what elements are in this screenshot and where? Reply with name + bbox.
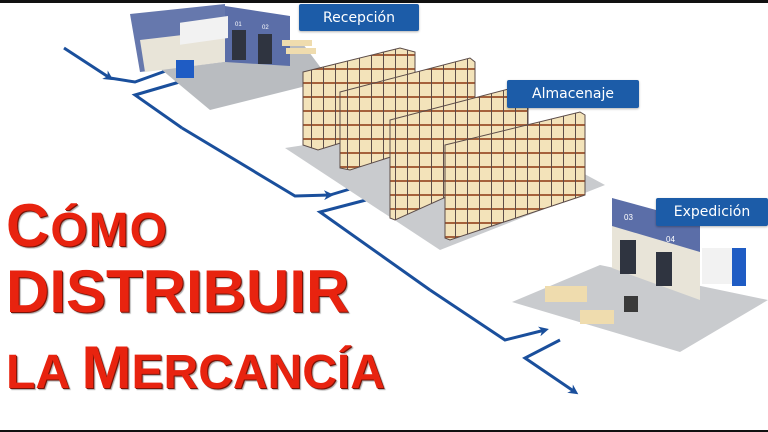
- svg-text:03: 03: [624, 213, 633, 222]
- svg-text:04: 04: [666, 235, 675, 244]
- rack-row-4: [444, 111, 586, 241]
- label-dispatch: Expedición: [656, 198, 768, 226]
- title-line-2: DISTRIBUIR: [6, 258, 350, 325]
- label-storage: Almacenaje: [507, 80, 639, 108]
- title-line-1: CÓMO: [6, 192, 168, 259]
- bottom-border: [0, 430, 768, 432]
- svg-text:01: 01: [235, 22, 242, 28]
- top-border: [0, 0, 768, 3]
- label-reception: Recepción: [299, 4, 419, 31]
- title-line-3: LA MERCANCÍA: [6, 334, 385, 401]
- svg-text:02: 02: [262, 25, 269, 31]
- storage-area: [285, 47, 605, 250]
- reception-building: 01 02: [130, 4, 330, 110]
